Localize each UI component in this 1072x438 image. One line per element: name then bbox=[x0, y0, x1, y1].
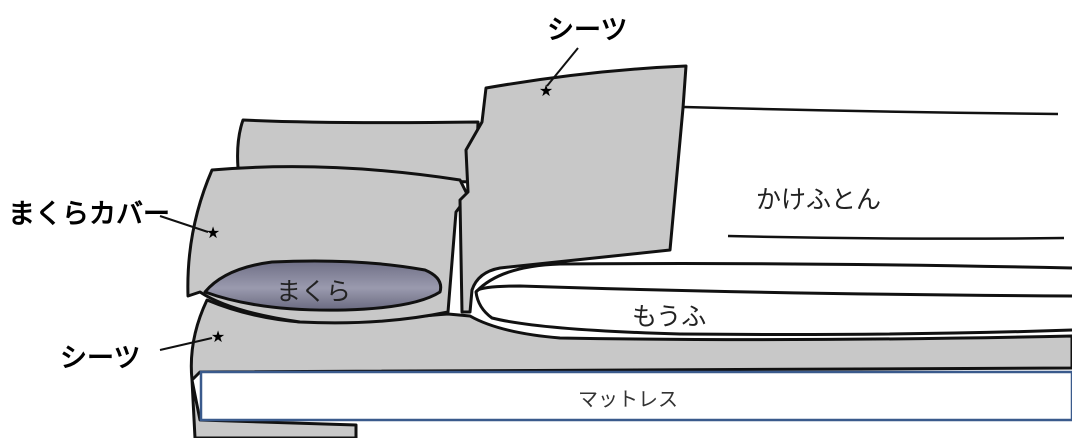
bottom-sheet-callout: シーツ bbox=[60, 343, 141, 374]
top-sheet-arrow bbox=[546, 47, 579, 87]
top-sheet-star: ★ bbox=[539, 81, 553, 100]
pillow-cover-callout: まくらカバー bbox=[8, 199, 170, 230]
top-sheet-callout: シーツ bbox=[547, 15, 628, 46]
mattress-label: マットレス bbox=[578, 387, 678, 411]
pillow-cover-arrow bbox=[159, 215, 209, 233]
pillow-cover-star: ★ bbox=[206, 223, 220, 242]
blanket bbox=[474, 284, 1072, 336]
blanket-fold-line bbox=[474, 262, 1072, 294]
pillow bbox=[203, 259, 443, 312]
blanket-label: もうふ bbox=[632, 302, 707, 331]
comforter-label: かけふとん bbox=[756, 185, 882, 214]
mattress bbox=[199, 370, 1072, 422]
top-sheet bbox=[458, 64, 688, 314]
comforter-top-edge bbox=[683, 105, 1059, 116]
pillow-label: まくら bbox=[276, 277, 352, 306]
bottom-sheet-arrow bbox=[159, 337, 213, 351]
comforter-bottom-edge bbox=[727, 234, 1065, 240]
bottom-sheet-star: ★ bbox=[211, 327, 225, 346]
